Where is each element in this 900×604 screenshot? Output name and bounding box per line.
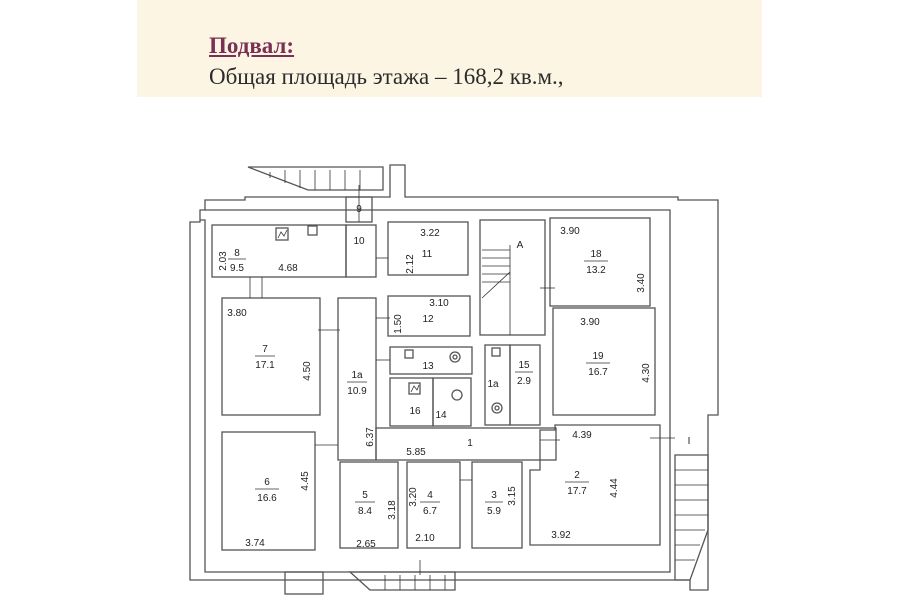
dimension: 2.65 bbox=[356, 539, 376, 550]
dimension: 2.10 bbox=[415, 533, 435, 544]
room-number: 11 bbox=[422, 249, 433, 260]
room-16 bbox=[389, 377, 434, 427]
dimension: 4.39 bbox=[572, 430, 592, 441]
heater-icon bbox=[275, 227, 289, 241]
room-18 bbox=[549, 217, 651, 307]
sink-icon bbox=[307, 225, 501, 359]
room-number: 18 bbox=[590, 249, 602, 260]
room-area: 16.7 bbox=[588, 367, 608, 378]
dimension: 2.12 bbox=[405, 254, 416, 274]
room-19 bbox=[552, 307, 656, 416]
stair-a-steps bbox=[481, 245, 511, 335]
dimension: 3.40 bbox=[636, 273, 647, 293]
header-banner: Подвал: Общая площадь этажа – 168,2 кв.м… bbox=[137, 0, 762, 97]
entrance-label: I bbox=[688, 436, 691, 447]
room-number: 1a bbox=[487, 379, 499, 390]
dimension: 3.90 bbox=[560, 226, 580, 237]
dimension: 3.92 bbox=[551, 530, 571, 541]
room-area: 2.9 bbox=[517, 376, 531, 387]
dimension: 6.37 bbox=[365, 427, 376, 447]
door-marks bbox=[249, 185, 675, 575]
room-number: 1a bbox=[351, 370, 363, 381]
room-number: 13 bbox=[422, 361, 434, 372]
dimension: 3.15 bbox=[507, 486, 518, 506]
dimension: 4.30 bbox=[641, 363, 652, 383]
room-2 bbox=[529, 424, 661, 546]
heater-icon bbox=[408, 382, 421, 395]
room-area: 6.7 bbox=[423, 506, 437, 517]
room-number: 16 bbox=[409, 406, 421, 417]
dimension: 4.45 bbox=[300, 471, 311, 491]
dimension: 3.90 bbox=[580, 317, 600, 328]
room-area: 17.1 bbox=[255, 360, 275, 371]
floor-title: Подвал: bbox=[209, 33, 295, 58]
room-6 bbox=[221, 431, 316, 551]
outer-wall bbox=[189, 164, 719, 591]
toilet-icon bbox=[451, 389, 463, 401]
room-number: 19 bbox=[592, 351, 604, 362]
toilet-icon bbox=[449, 351, 461, 363]
room-1a-corridor bbox=[337, 297, 377, 461]
room-area: 10.9 bbox=[347, 386, 367, 397]
room-number: 7 bbox=[262, 344, 268, 355]
room-7 bbox=[221, 297, 321, 416]
top-stair bbox=[247, 166, 384, 191]
room-12 bbox=[387, 295, 471, 337]
room-number: 8 bbox=[234, 248, 240, 259]
room-number: 5 bbox=[362, 490, 368, 501]
dimension: 4.50 bbox=[302, 361, 313, 381]
dimension: 3.80 bbox=[227, 308, 247, 319]
room-number: 12 bbox=[422, 314, 434, 325]
dimension: 2.03 bbox=[218, 251, 229, 271]
room-number: 14 bbox=[435, 410, 447, 421]
room-15 bbox=[509, 344, 541, 426]
room-3 bbox=[471, 461, 523, 549]
stair-label: A bbox=[517, 240, 524, 251]
room-14 bbox=[432, 377, 472, 427]
dimension: 3.22 bbox=[420, 228, 440, 239]
dimension: 3.18 bbox=[387, 500, 398, 520]
room-10 bbox=[345, 224, 377, 278]
room-1-corridor bbox=[375, 427, 557, 461]
room-11 bbox=[387, 221, 469, 276]
dimension: 5.85 bbox=[406, 447, 426, 458]
room-5 bbox=[339, 461, 399, 549]
dimension: 4.68 bbox=[278, 263, 298, 274]
room-area: 5.9 bbox=[487, 506, 501, 517]
room-area: 13.2 bbox=[586, 265, 606, 276]
room-area: 9.5 bbox=[230, 263, 244, 274]
dimension: 3.20 bbox=[408, 487, 419, 507]
dimension: 4.44 bbox=[609, 478, 620, 498]
room-number: 1 bbox=[467, 438, 473, 449]
room-number: 3 bbox=[491, 490, 497, 501]
dimension-labels: 2.03 4.68 3.22 2.12 3.10 1.50 3.80 4.50 … bbox=[218, 226, 652, 550]
room-13 bbox=[389, 346, 473, 375]
dimension: 3.74 bbox=[245, 538, 265, 549]
room-4 bbox=[406, 461, 461, 549]
room-number: 2 bbox=[574, 470, 580, 481]
room-area: 17.7 bbox=[567, 486, 587, 497]
room-area: 8.4 bbox=[358, 506, 372, 517]
toilet-icon bbox=[491, 402, 503, 414]
stair-a bbox=[479, 219, 546, 336]
bottom-stair bbox=[284, 571, 456, 595]
room-number: 4 bbox=[427, 490, 433, 501]
room-number: 15 bbox=[518, 360, 530, 371]
right-stair bbox=[674, 454, 709, 581]
room-number: 10 bbox=[353, 236, 365, 247]
room-number: 6 bbox=[264, 477, 270, 488]
dimension: 1.50 bbox=[393, 314, 404, 334]
room-area: 16.6 bbox=[257, 493, 277, 504]
dimension: 3.10 bbox=[429, 298, 449, 309]
floor-area-summary: Общая площадь этажа – 168,2 кв.м., bbox=[209, 64, 564, 89]
